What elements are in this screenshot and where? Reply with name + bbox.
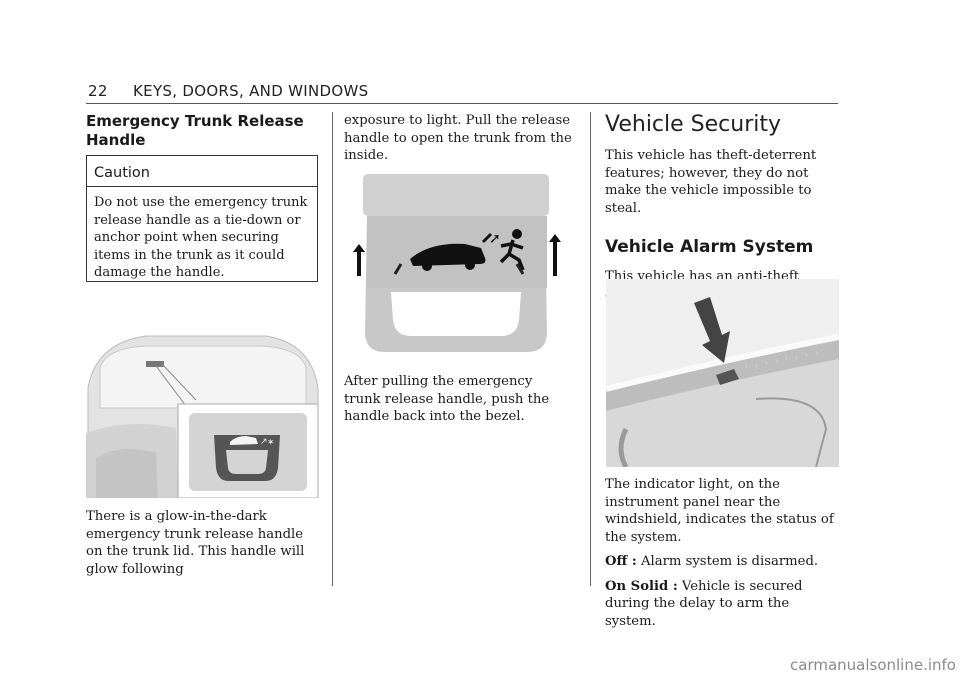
column-3: Vehicle Security This vehicle has theft-…: [605, 112, 839, 303]
subsection-heading: Vehicle Alarm System: [605, 237, 814, 257]
column-divider: [590, 112, 591, 586]
status-label: Off :: [605, 554, 637, 569]
column-divider: [332, 112, 333, 586]
indicator-light-illustration: [606, 279, 839, 467]
caution-title: Caution: [94, 165, 150, 181]
status-on-solid: On Solid : Vehicle is secured during the…: [605, 578, 839, 631]
status-description: Vehicle is secured during the delay to a…: [605, 578, 803, 629]
caution-box: Caution Do not use the emergency trunk r…: [86, 155, 318, 282]
status-label: On Solid :: [605, 578, 678, 594]
body-text: There is a glow-in-the-dark emergency tr…: [86, 509, 305, 577]
body-text: The indicator light, on the instrument p…: [605, 477, 834, 545]
trunk-lid-illustration: ↗ ✶: [86, 318, 319, 498]
body-text: exposure to light. Pull the release hand…: [344, 113, 572, 163]
running-header: 22 KEYS, DOORS, AND WINDOWS: [88, 82, 368, 100]
column-1: Emergency Trunk Release Handle: [86, 112, 320, 150]
caution-text: Do not use the emergency trunk release h…: [94, 195, 308, 280]
header-rule: [86, 103, 838, 104]
svg-text:✶: ✶: [267, 438, 275, 448]
column-3-status: The indicator light, on the instrument p…: [605, 476, 839, 630]
body-text: After pulling the emergency trunk releas…: [344, 374, 550, 424]
column-1-body: There is a glow-in-the-dark emergency tr…: [86, 508, 322, 578]
column-2-after: After pulling the emergency trunk releas…: [344, 373, 572, 426]
body-text: This vehicle has theft-deterrent feature…: [605, 148, 817, 216]
column-2: exposure to light. Pull the release hand…: [344, 112, 572, 165]
section-heading: Emergency Trunk Release Handle: [86, 112, 304, 149]
watermark: carmanualsonline.info: [790, 656, 956, 674]
status-description: Alarm system is disarmed.: [636, 554, 819, 569]
section-title: Vehicle Security: [605, 112, 782, 137]
svg-text:➚: ➚: [489, 231, 501, 247]
svg-text:↗: ↗: [260, 437, 268, 447]
release-handle-illustration: ➚: [345, 172, 573, 358]
page-number: 22: [88, 82, 108, 100]
caution-divider: [87, 186, 317, 187]
section-title: KEYS, DOORS, AND WINDOWS: [133, 82, 369, 100]
status-off: Off : Alarm system is disarmed.: [605, 553, 839, 571]
